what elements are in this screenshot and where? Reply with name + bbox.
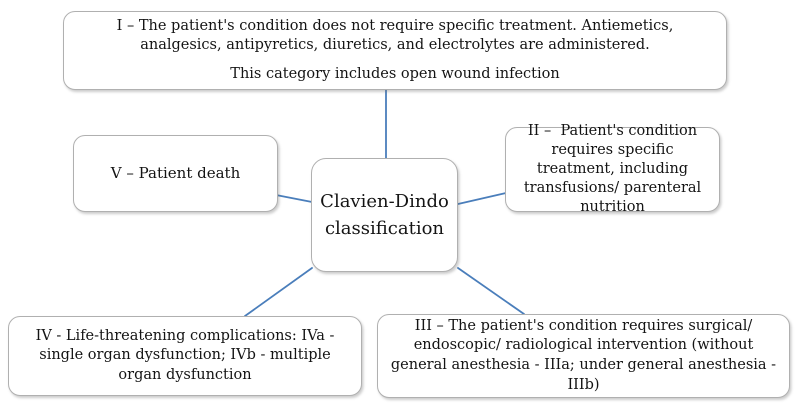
connector-bottom-right <box>457 267 525 315</box>
grade-1-text: I – The patient's condition does not req… <box>116 17 674 54</box>
center-node: Clavien-Dindo classification <box>311 158 458 272</box>
grade-5-text: V – Patient death <box>110 164 241 183</box>
connector-right <box>457 192 507 205</box>
connector-left <box>275 194 313 203</box>
grade-1-box: I – The patient's condition does not req… <box>63 11 727 90</box>
grade-3-text: III – The patient's condition requires s… <box>390 317 777 393</box>
grade-5-box: V – Patient death <box>73 135 278 212</box>
grade-2-box: II – Patient's condition requires specif… <box>505 123 720 215</box>
connector-bottom-left <box>244 267 313 317</box>
center-node-label: Clavien-Dindo classification <box>320 191 449 239</box>
grade-4-text: IV - Life-threatening complications: IVa… <box>35 327 335 383</box>
grade-3-box: III – The patient's condition requires s… <box>377 314 790 398</box>
grade-2-text: II – Patient's condition requires specif… <box>523 122 702 216</box>
grade-4-box: IV - Life-threatening complications: IVa… <box>8 316 362 396</box>
grade-1-note: This category includes open wound infect… <box>230 65 560 82</box>
